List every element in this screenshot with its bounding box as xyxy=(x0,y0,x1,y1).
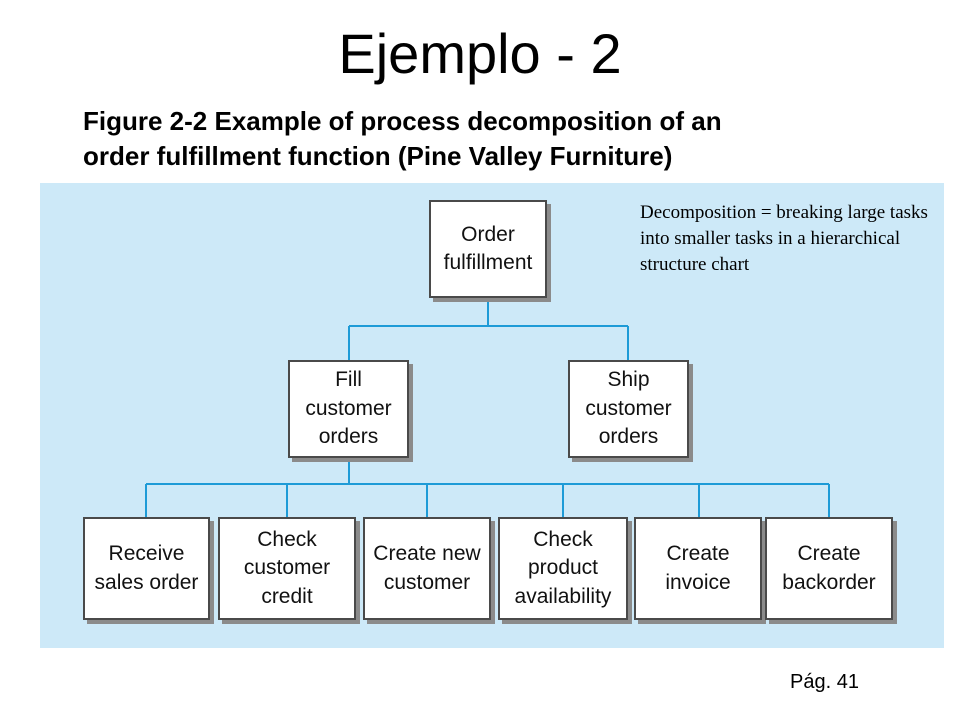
node-check-product-availability: Check product availability xyxy=(498,517,628,620)
node-check-customer-credit: Check customer credit xyxy=(218,517,356,620)
page-number: Pág. 41 xyxy=(790,671,859,693)
node-receive-sales-order: Receive sales order xyxy=(83,517,210,620)
node-create-backorder: Create backorder xyxy=(765,517,893,620)
node-create-new-customer: Create new customer xyxy=(363,517,491,620)
decomposition-note: Decomposition = breaking large tasks int… xyxy=(640,202,928,276)
node-ship-customer-orders: Ship customer orders xyxy=(568,360,689,458)
node-order-fulfillment: Order fulfillment xyxy=(429,200,547,298)
figure-caption-line-1: Figure 2-2 Example of process decomposit… xyxy=(83,106,722,136)
slide-title: Ejemplo - 2 xyxy=(338,22,622,85)
figure-caption-line-2: order fulfillment function (Pine Valley … xyxy=(83,140,673,171)
figure-caption: Figure 2-2 Example of process decomposit… xyxy=(83,104,903,173)
node-create-invoice: Create invoice xyxy=(634,517,762,620)
node-fill-customer-orders: Fill customer orders xyxy=(288,360,409,458)
